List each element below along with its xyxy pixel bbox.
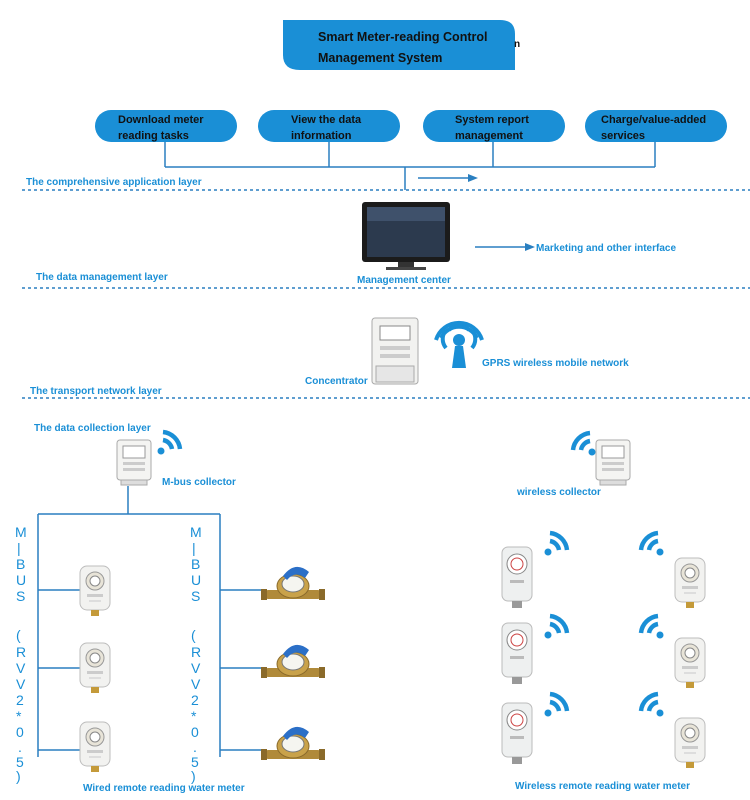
- bus-label-char: U: [16, 572, 26, 588]
- monitor-icon: [362, 202, 450, 270]
- gprs-label: GPRS wireless mobile network: [482, 358, 629, 369]
- smart-meter-icon: [79, 565, 111, 617]
- smart-meter-icon: [674, 717, 706, 769]
- smart-meter-icon: [674, 557, 706, 609]
- bus-label-char: .: [18, 739, 22, 755]
- service-charge[interactable]: Charge/value-added services: [585, 110, 727, 142]
- service-label: information: [291, 130, 352, 142]
- bus-label-char: 2: [191, 692, 199, 708]
- smart-meter-icon: [79, 642, 111, 694]
- concentrator-label: Concentrator: [305, 376, 368, 387]
- bus-label-char: R: [191, 644, 201, 660]
- wifi-icon: [545, 616, 568, 639]
- service-pills: Download meter reading tasks View the da…: [95, 110, 727, 142]
- bus-label-char: *: [191, 708, 197, 724]
- bus-label-char: .: [193, 739, 197, 755]
- bus-label-char: 0: [16, 724, 24, 740]
- bus-label-char: S: [191, 588, 200, 604]
- service-connectors: [164, 142, 656, 190]
- wireless-caption: Wireless remote reading water meter: [515, 781, 690, 792]
- bus-label-char: V: [191, 676, 201, 692]
- smart-meter-icon: [674, 637, 706, 689]
- service-label: Download meter: [118, 114, 204, 126]
- dial-meter-icon: [501, 622, 533, 685]
- bus-label-char: U: [191, 572, 201, 588]
- wifi-icon: [545, 694, 568, 717]
- mbus-collector-label: M-bus collector: [162, 477, 236, 488]
- bus-label-char: B: [16, 556, 25, 572]
- bus-label-char: 5: [191, 754, 199, 770]
- service-label: reading tasks: [118, 130, 189, 142]
- wifi-icon: [158, 432, 181, 455]
- layer-label-data-management: The data management layer: [36, 272, 168, 283]
- wifi-icon: [641, 616, 664, 639]
- bus-label-char: (: [16, 627, 21, 643]
- wifi-icon: [545, 533, 568, 556]
- bus-label-char: |: [17, 540, 21, 556]
- bus-label-char: |: [192, 540, 196, 556]
- title-banner: Smart Meter-reading Control Management S…: [283, 20, 520, 70]
- antenna-icon: [434, 320, 484, 368]
- bus-label-char: 5: [16, 754, 24, 770]
- service-download-tasks[interactable]: Download meter reading tasks: [95, 110, 237, 142]
- bus-label-left: M | B U S ( R V V 2 * 0 . 5 ): [15, 524, 27, 784]
- bus-label-right: M | B U S ( R V V 2 * 0 . 5 ): [190, 524, 202, 784]
- layer-label-collection: The data collection layer: [34, 423, 151, 434]
- brass-meter-icon: [260, 644, 326, 679]
- bus-label-char: B: [191, 556, 200, 572]
- wireless-collector-label: wireless collector: [516, 487, 601, 498]
- layer-label-application: The comprehensive application layer: [26, 177, 202, 188]
- dial-meter-icon: [501, 546, 533, 609]
- wifi-icon: [573, 433, 596, 456]
- marketing-label: Marketing and other interface: [536, 243, 676, 254]
- bus-label-char: V: [191, 660, 201, 676]
- service-label: services: [601, 130, 645, 142]
- service-label: Charge/value-added: [601, 114, 706, 126]
- bus-label-char: ): [16, 768, 21, 784]
- wifi-icon: [641, 533, 664, 556]
- title-stray-char: n: [514, 39, 520, 50]
- service-label: management: [455, 130, 523, 142]
- service-label: View the data: [291, 114, 362, 126]
- wired-caption: Wired remote reading water meter: [83, 783, 245, 794]
- bus-label-char: *: [16, 708, 22, 724]
- title-line-2: Management System: [318, 51, 442, 65]
- bus-label-char: 2: [16, 692, 24, 708]
- bus-label-char: (: [191, 627, 196, 643]
- concentrator-icon: [371, 317, 419, 385]
- service-view-data[interactable]: View the data information: [258, 110, 400, 142]
- mbus-wiring: [37, 486, 263, 757]
- brass-meter-icon: [260, 726, 326, 761]
- layer-separators: [22, 189, 750, 399]
- bus-label-char: S: [16, 588, 25, 604]
- bus-label-char: V: [16, 660, 26, 676]
- layer-label-transport: The transport network layer: [30, 386, 162, 397]
- bus-label-char: 0: [191, 724, 199, 740]
- bus-label-char: M: [190, 524, 202, 540]
- bus-label-char: ): [191, 768, 196, 784]
- management-center-label: Management center: [357, 275, 451, 286]
- bus-label-char: V: [16, 676, 26, 692]
- service-label: System report: [455, 114, 529, 126]
- service-system-report[interactable]: System report management: [423, 110, 565, 142]
- wireless-collector-icon: [595, 439, 631, 486]
- dial-meter-icon: [501, 702, 533, 765]
- marketing-arrow: [475, 243, 535, 251]
- mbus-collector-icon: [116, 439, 152, 486]
- wifi-icon: [641, 694, 664, 717]
- brass-meter-icon: [260, 566, 326, 601]
- bus-label-char: R: [16, 644, 26, 660]
- bus-label-char: M: [15, 524, 27, 540]
- title-line-1: Smart Meter-reading Control: [318, 30, 487, 44]
- smart-meter-icon: [79, 721, 111, 773]
